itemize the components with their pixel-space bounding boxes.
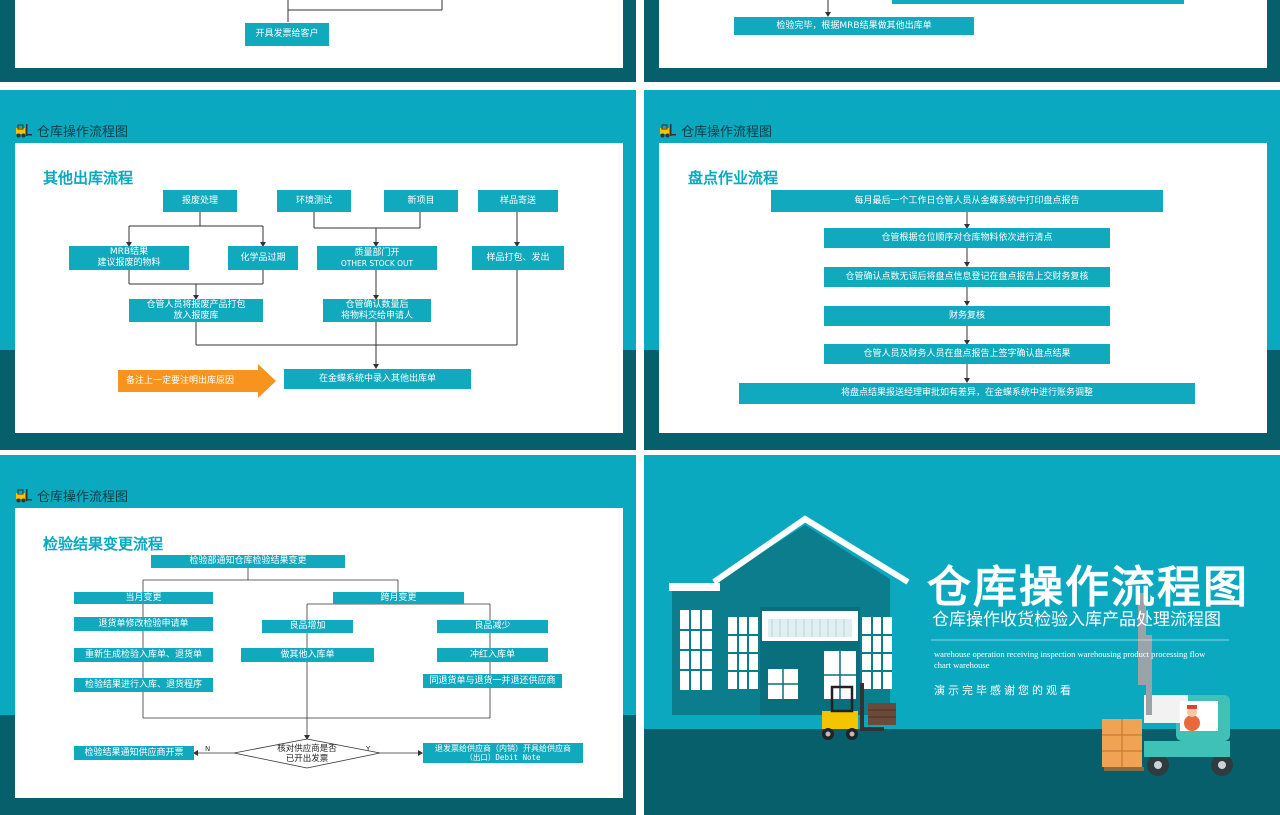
section-title: 检验结果变更流程: [43, 535, 164, 553]
slide-header-text: 仓库操作流程图: [37, 490, 129, 505]
slide-header: 仓库操作流程图: [659, 121, 772, 140]
slide-inspection-change: 仓库操作流程图 检验结果变更流程: [0, 455, 636, 815]
cover-english-subtitle: warehouse operation receiving inspection…: [934, 649, 1206, 671]
slide-stocktake: 仓库操作流程图 盘点作业流程 每月最后一个工作日仓管人员从金蝶系统中打印盘点报告…: [644, 90, 1280, 450]
flow-box-good-dec: 良品减少: [437, 620, 548, 633]
branch-label-n: N: [205, 745, 211, 753]
flow-box-new-project: 新项目: [384, 190, 458, 212]
warehouse-illustration: [669, 515, 1233, 776]
stocktake-step-6: 将盘点结果报送经理审批如有差异，在金蝶系统中进行账务调整: [739, 383, 1195, 404]
decision-text: 核对供应商是否 已开出发票: [262, 743, 352, 765]
slide-cover: 仓库操作流程图 仓库操作收货检验入库产品处理流程图 warehouse oper…: [644, 455, 1280, 815]
flow-box-red-entry: 冲红入库单: [437, 648, 548, 662]
decision-line1: 核对供应商是否: [277, 743, 337, 754]
forklift-icon: [16, 489, 32, 503]
flow-box-cross-month: 跨月变更: [333, 592, 464, 604]
cover-thanks: 演示完毕感谢您的观看: [934, 684, 1074, 697]
slide-header: 仓库操作流程图: [15, 486, 128, 505]
orange-note-arrow: 备注上一定要注明出库原因: [126, 375, 235, 386]
flow-box-sample-send: 样品寄送: [478, 190, 558, 212]
flow-box-qa-line1: 质量部门开: [354, 248, 400, 259]
flow-box-mrb: MRB结果 建议报废的物料: [69, 246, 189, 270]
flow-box-invoice-return: 退发票给供应商（内销）开具给供应商 （出口）Debit Note: [423, 743, 583, 763]
slide-header-text: 仓库操作流程图: [681, 125, 773, 140]
flow-box-other-in: 做其他入库单: [241, 648, 374, 662]
flow-box-sample-pack: 样品打包、发出: [472, 246, 564, 270]
branch-label-y: Y: [366, 745, 371, 753]
flow-box-qa-line2: OTHER STOCK OUT: [340, 258, 414, 268]
decision-line2: 已开出发票: [285, 754, 329, 764]
slide-other-outbound: 仓库操作流程图 其他出库流程: [0, 90, 636, 450]
flow-box-invoice-line1: 退发票给供应商（内销）开具给供应商: [435, 743, 571, 753]
flow-box-confirm-line2: 将物料交给申请人: [340, 310, 413, 321]
flow-box-qa-dept: 质量部门开 OTHER STOCK OUT: [317, 246, 437, 270]
forklift-icon: [16, 124, 32, 138]
flow-box-pack-scrap: 仓管人员将报废产品打包 放入报废库: [129, 299, 263, 322]
slide-top-right: 检验完毕，根据MRB结果做其他出库单: [644, 0, 1280, 82]
flow-box-partial: [892, 0, 1184, 4]
flow-box-modify-return: 退货单修改检验申请单: [74, 617, 213, 631]
flow-box-confirm-qty: 仓管确认数量后 将物料交给申请人: [323, 299, 431, 322]
flow-box-mrb-out: 检验完毕，根据MRB结果做其他出库单: [734, 17, 974, 35]
flow-box-pack-line2: 放入报废库: [173, 310, 219, 321]
flow-box-pack-line1: 仓管人员将报废产品打包: [146, 299, 246, 310]
flow-box-good-inc: 良品增加: [262, 620, 353, 633]
flow-box-mrb-line2: 建议报废的物料: [97, 258, 161, 268]
flow-box-kingdee-entry: 在金蝶系统中录入其他出库单: [284, 369, 471, 389]
slide-header-text: 仓库操作流程图: [37, 125, 129, 140]
section-title: 其他出库流程: [43, 169, 134, 187]
flow-box-notify: 检验部通知仓库检验结果变更: [151, 555, 345, 568]
flow-box-scrap: 报废处理: [163, 190, 237, 212]
stocktake-step-5: 仓管人员及财务人员在盘点报告上签字确认盘点结果: [824, 344, 1110, 364]
forklift-icon: [660, 124, 676, 138]
flow-box-notify-supplier: 检验结果通知供应商开票: [74, 746, 194, 760]
flow-box-same-month: 当月变更: [74, 592, 213, 604]
stocktake-step-1: 每月最后一个工作日仓管人员从金蝶系统中打印盘点报告: [771, 190, 1163, 212]
flow-box-invoice-customer: 开具发票给客户: [245, 23, 329, 46]
flow-box-regen: 重新生成检验入库单、退货单: [74, 648, 213, 662]
stocktake-step-3: 仓管确认点数无误后将盘点信息登记在盘点报告上交财务复核: [824, 267, 1110, 287]
flow-box-confirm-line1: 仓管确认数量后: [345, 299, 409, 310]
cover-title: 仓库操作流程图: [927, 562, 1249, 613]
flow-box-chem-expired: 化学品过期: [228, 246, 298, 270]
flow-box-invoice-line2: （出口）Debit Note: [465, 753, 541, 763]
stocktake-step-2: 仓管根据仓位顺序对仓库物料依次进行清点: [824, 228, 1110, 248]
flow-box-env-test: 环境测试: [277, 190, 351, 212]
slide-header: 仓库操作流程图: [15, 121, 128, 140]
flow-box-proceed: 检验结果进行入库、退货程序: [74, 678, 213, 692]
section-title: 盘点作业流程: [688, 169, 779, 187]
flow-box-return-together: 同退货单与退货一并退还供应商: [423, 674, 562, 688]
flow-box-mrb-line1: MRB结果: [109, 247, 149, 258]
stocktake-step-4: 财务复核: [824, 306, 1110, 326]
cover-subtitle: 仓库操作收货检验入库产品处理流程图: [932, 610, 1221, 630]
slide-top-left: 开具发票给客户: [0, 0, 636, 82]
